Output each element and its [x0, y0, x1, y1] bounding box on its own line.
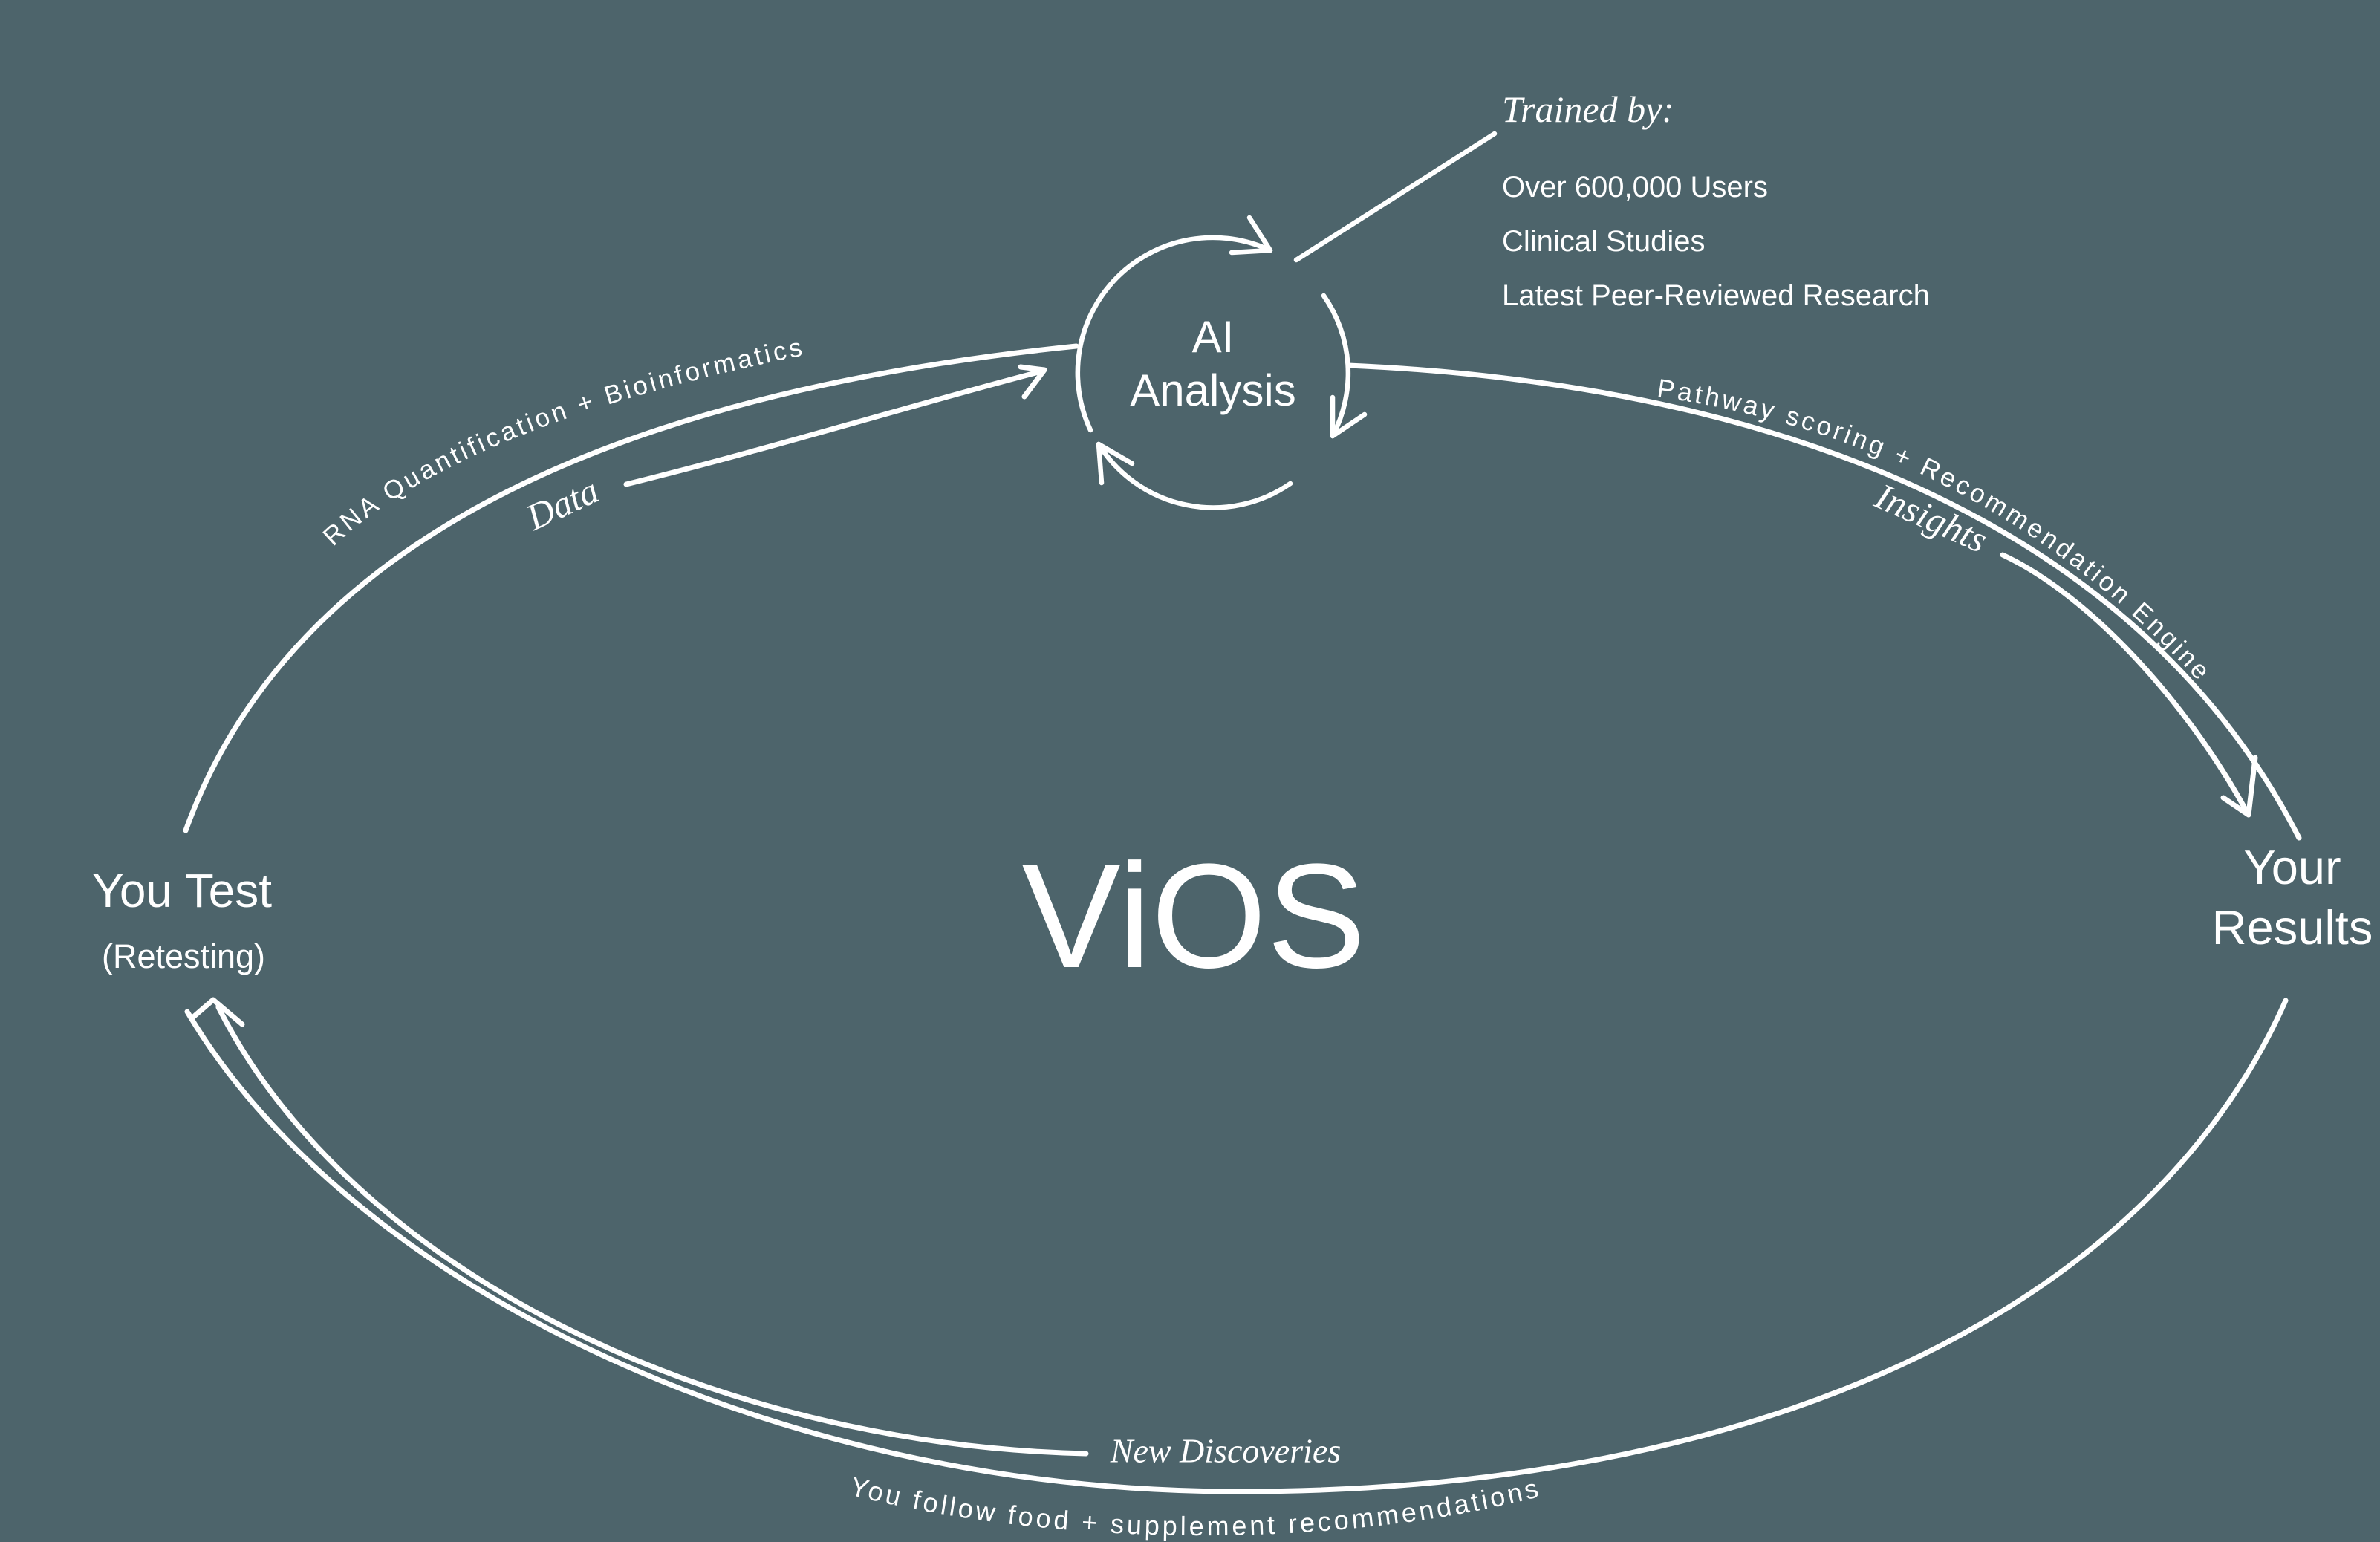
arrowhead-to-ai [1018, 364, 1047, 400]
edge-new-discoveries-label: New Discoveries [1110, 1431, 1342, 1470]
trained-by-connector-line [1293, 131, 1498, 263]
arc-outer-bottom [184, 998, 2289, 1494]
node-you-test-title: You Test [92, 864, 272, 917]
circle-arrow-bottom [1096, 441, 1135, 486]
arc-outer-top-left [183, 343, 1079, 833]
center-wordmark: ViOS [1021, 833, 1366, 999]
your-results-line1: Your [2243, 840, 2341, 894]
node-you-test-subtitle: (Retesting) [101, 937, 266, 975]
circle-arc-right [1321, 293, 1351, 439]
arrowhead-to-results [2220, 755, 2258, 818]
trained-by-item-clinical: Clinical Studies [1502, 225, 1706, 258]
arc-inner-insights [2000, 552, 2248, 811]
trained-by-item-users: Over 600,000 Users [1502, 171, 1768, 204]
trained-by-block: Trained by: Over 600,000 Users Clinical … [1502, 88, 1930, 323]
trained-by-title: Trained by: [1502, 88, 1674, 130]
ai-analysis-line2: Analysis [1130, 365, 1296, 415]
circle-arc-top [1075, 235, 1273, 433]
cycle-arrows-icon [1075, 215, 1368, 510]
ai-analysis-line1: AI [1191, 312, 1235, 362]
trained-by-item-research: Latest Peer-Reviewed Research [1502, 279, 1930, 312]
circle-arrow-top [1229, 215, 1273, 256]
circle-arc-bottom [1096, 441, 1293, 510]
arrowhead-to-you-test [189, 997, 245, 1027]
arc-outer-top-right [1345, 362, 2302, 841]
node-your-results: Your Results [2212, 837, 2373, 957]
arc-inner-new-discoveries [215, 1004, 1089, 1457]
node-ai-analysis: AI Analysis [1130, 310, 1295, 417]
your-results-line2: Results [2211, 900, 2373, 954]
arc-inner-data [623, 369, 1041, 487]
circle-arrow-right [1330, 394, 1368, 439]
